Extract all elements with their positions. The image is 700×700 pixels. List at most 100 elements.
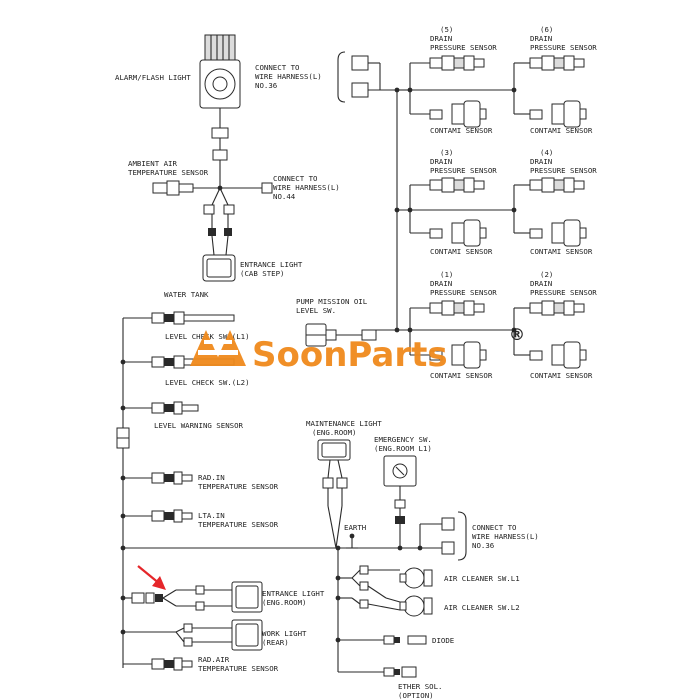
label-entrance-eng-b: (ENG.ROOM) — [262, 598, 307, 607]
label-sensor-5-b: PRESSURE SENSOR — [430, 43, 497, 52]
lta-in-temperature-sensor-icon — [151, 509, 193, 523]
contami-sensors — [429, 100, 587, 369]
label-rad-in-b: TEMPERATURE SENSOR — [198, 482, 279, 491]
label-sensor-3-a: DRAIN — [430, 157, 452, 166]
work-light-rear-icon — [183, 619, 263, 651]
watermark-registered: ® — [509, 325, 525, 344]
label-diode: DIODE — [432, 636, 454, 645]
drain-pressure-sensor-1-icon — [429, 300, 485, 316]
label-sensor-3-b: PRESSURE SENSOR — [430, 166, 497, 175]
label-contami-2: CONTAMI SENSOR — [530, 126, 593, 135]
label-connect-36-a: CONNECT TO — [255, 63, 300, 72]
air-cleaner-switch-l1-icon — [359, 565, 433, 591]
label-pump-oil-b: LEVEL SW. — [296, 306, 336, 315]
red-pointer-arrow-icon — [137, 565, 166, 590]
label-sensor-3-num: (3) — [440, 148, 453, 157]
label-sensor-5-num: (5) — [440, 25, 453, 34]
label-ether-b: (OPTION) — [398, 691, 434, 700]
entrance-light-cab-icon — [202, 254, 236, 282]
label-entrance-cab-a: ENTRANCE LIGHT — [240, 260, 303, 269]
maintenance-light-icon — [317, 439, 351, 489]
label-alarm-light: ALARM/FLASH LIGHT — [115, 73, 191, 82]
harness-connector-36-icon — [337, 51, 369, 103]
contami-sensor-icon — [529, 100, 587, 128]
label-entrance-cab-b: (CAB STEP) — [240, 269, 285, 278]
drain-pressure-sensor-5-icon — [429, 55, 485, 71]
rad-air-temperature-sensor-icon — [151, 657, 193, 671]
label-emerg-b: (ENG.ROOM L1) — [374, 444, 432, 453]
label-rad-air-b: TEMPERATURE SENSOR — [198, 664, 279, 673]
drain-pressure-sensor-3-icon — [429, 177, 485, 193]
label-connect-36b-a: CONNECT TO — [472, 523, 517, 532]
alarm-flash-light-icon — [199, 34, 241, 161]
label-pump-oil-a: PUMP MISSION OIL — [296, 297, 368, 306]
label-sensor-6-num: (6) — [540, 25, 553, 34]
label-sensor-6-a: DRAIN — [530, 34, 552, 43]
label-contami-1: CONTAMI SENSOR — [430, 126, 493, 135]
label-air-l1: AIR CLEANER SW.L1 — [444, 574, 520, 583]
label-ambient-b: TEMPERATURE SENSOR — [128, 168, 209, 177]
label-ether-a: ETHER SOL. — [398, 682, 443, 691]
entrance-light-eng-room-icon — [131, 581, 263, 613]
label-sensor-4-num: (4) — [540, 148, 553, 157]
label-contami-6: CONTAMI SENSOR — [530, 371, 593, 380]
contami-sensor-icon — [429, 219, 487, 247]
label-maint-b: (ENG.ROOM) — [312, 428, 357, 437]
diagram-labels: ALARM/FLASH LIGHT CONNECT TO WIRE HARNES… — [115, 25, 597, 700]
level-check-switch-l1-icon — [151, 311, 235, 325]
label-emerg-a: EMERGENCY SW. — [374, 435, 432, 444]
label-sensor-1-num: (1) — [440, 270, 453, 279]
label-sensor-6-b: PRESSURE SENSOR — [530, 43, 597, 52]
label-connect-44-b: WIRE HARNESS(L) — [273, 183, 340, 192]
contami-sensor-icon — [529, 219, 587, 247]
label-air-l2: AIR CLEANER SW.L2 — [444, 603, 520, 612]
drain-pressure-sensors — [429, 55, 585, 316]
label-connect-44-c: NO.44 — [273, 192, 296, 201]
watermark-text: SoonParts — [252, 335, 448, 375]
label-connect-36-b: WIRE HARNESS(L) — [255, 72, 322, 81]
label-level-warning: LEVEL WARNING SENSOR — [154, 421, 244, 430]
soonparts-logo-icon — [190, 330, 246, 366]
label-connect-36b-c: NO.36 — [472, 541, 494, 550]
drain-pressure-sensor-2-icon — [529, 300, 585, 316]
ether-solenoid-icon — [383, 666, 417, 678]
label-work-light-a: WORK LIGHT — [262, 629, 307, 638]
label-sensor-5-a: DRAIN — [430, 34, 452, 43]
label-connect-36b-b: WIRE HARNESS(L) — [472, 532, 539, 541]
label-connect-44-a: CONNECT TO — [273, 174, 318, 183]
label-sensor-4-b: PRESSURE SENSOR — [530, 166, 597, 175]
label-lta-in-a: LTA.IN — [198, 511, 225, 520]
emergency-switch-icon — [383, 455, 417, 524]
label-ambient-a: AMBIENT AIR — [128, 159, 177, 168]
label-sensor-1-a: DRAIN — [430, 279, 452, 288]
soonparts-watermark: SoonParts ® — [190, 325, 525, 375]
contami-sensor-icon — [429, 100, 487, 128]
ambient-air-sensor-icon — [152, 180, 273, 236]
label-earth: EARTH — [344, 523, 366, 532]
label-entrance-eng-a: ENTRANCE LIGHT — [262, 589, 325, 598]
label-contami-4: CONTAMI SENSOR — [530, 247, 593, 256]
label-sensor-2-b: PRESSURE SENSOR — [530, 288, 597, 297]
label-sensor-2-num: (2) — [540, 270, 553, 279]
label-level-l2: LEVEL CHECK SW.(L2) — [165, 378, 250, 387]
bus-connector-icon — [116, 427, 130, 449]
label-rad-air-a: RAD.AIR — [198, 655, 230, 664]
label-water-tank: WATER TANK — [164, 290, 209, 299]
label-connect-36-c: NO.36 — [255, 81, 277, 90]
earth-symbol-icon — [346, 536, 358, 549]
label-sensor-1-b: PRESSURE SENSOR — [430, 288, 497, 297]
label-sensor-4-a: DRAIN — [530, 157, 552, 166]
pump-mission-oil-switch-icon — [305, 323, 377, 347]
label-contami-5: CONTAMI SENSOR — [430, 371, 493, 380]
drain-pressure-sensor-6-icon — [529, 55, 585, 71]
junction-dots — [120, 87, 517, 643]
label-contami-3: CONTAMI SENSOR — [430, 247, 493, 256]
label-sensor-2-a: DRAIN — [530, 279, 552, 288]
harness-connector-36b-icon — [441, 511, 467, 561]
diode-icon — [383, 635, 427, 645]
label-maint-a: MAINTENANCE LIGHT — [306, 419, 382, 428]
label-work-light-b: (REAR) — [262, 638, 289, 647]
label-rad-in-a: RAD.IN — [198, 473, 225, 482]
level-warning-sensor-icon — [151, 401, 199, 415]
